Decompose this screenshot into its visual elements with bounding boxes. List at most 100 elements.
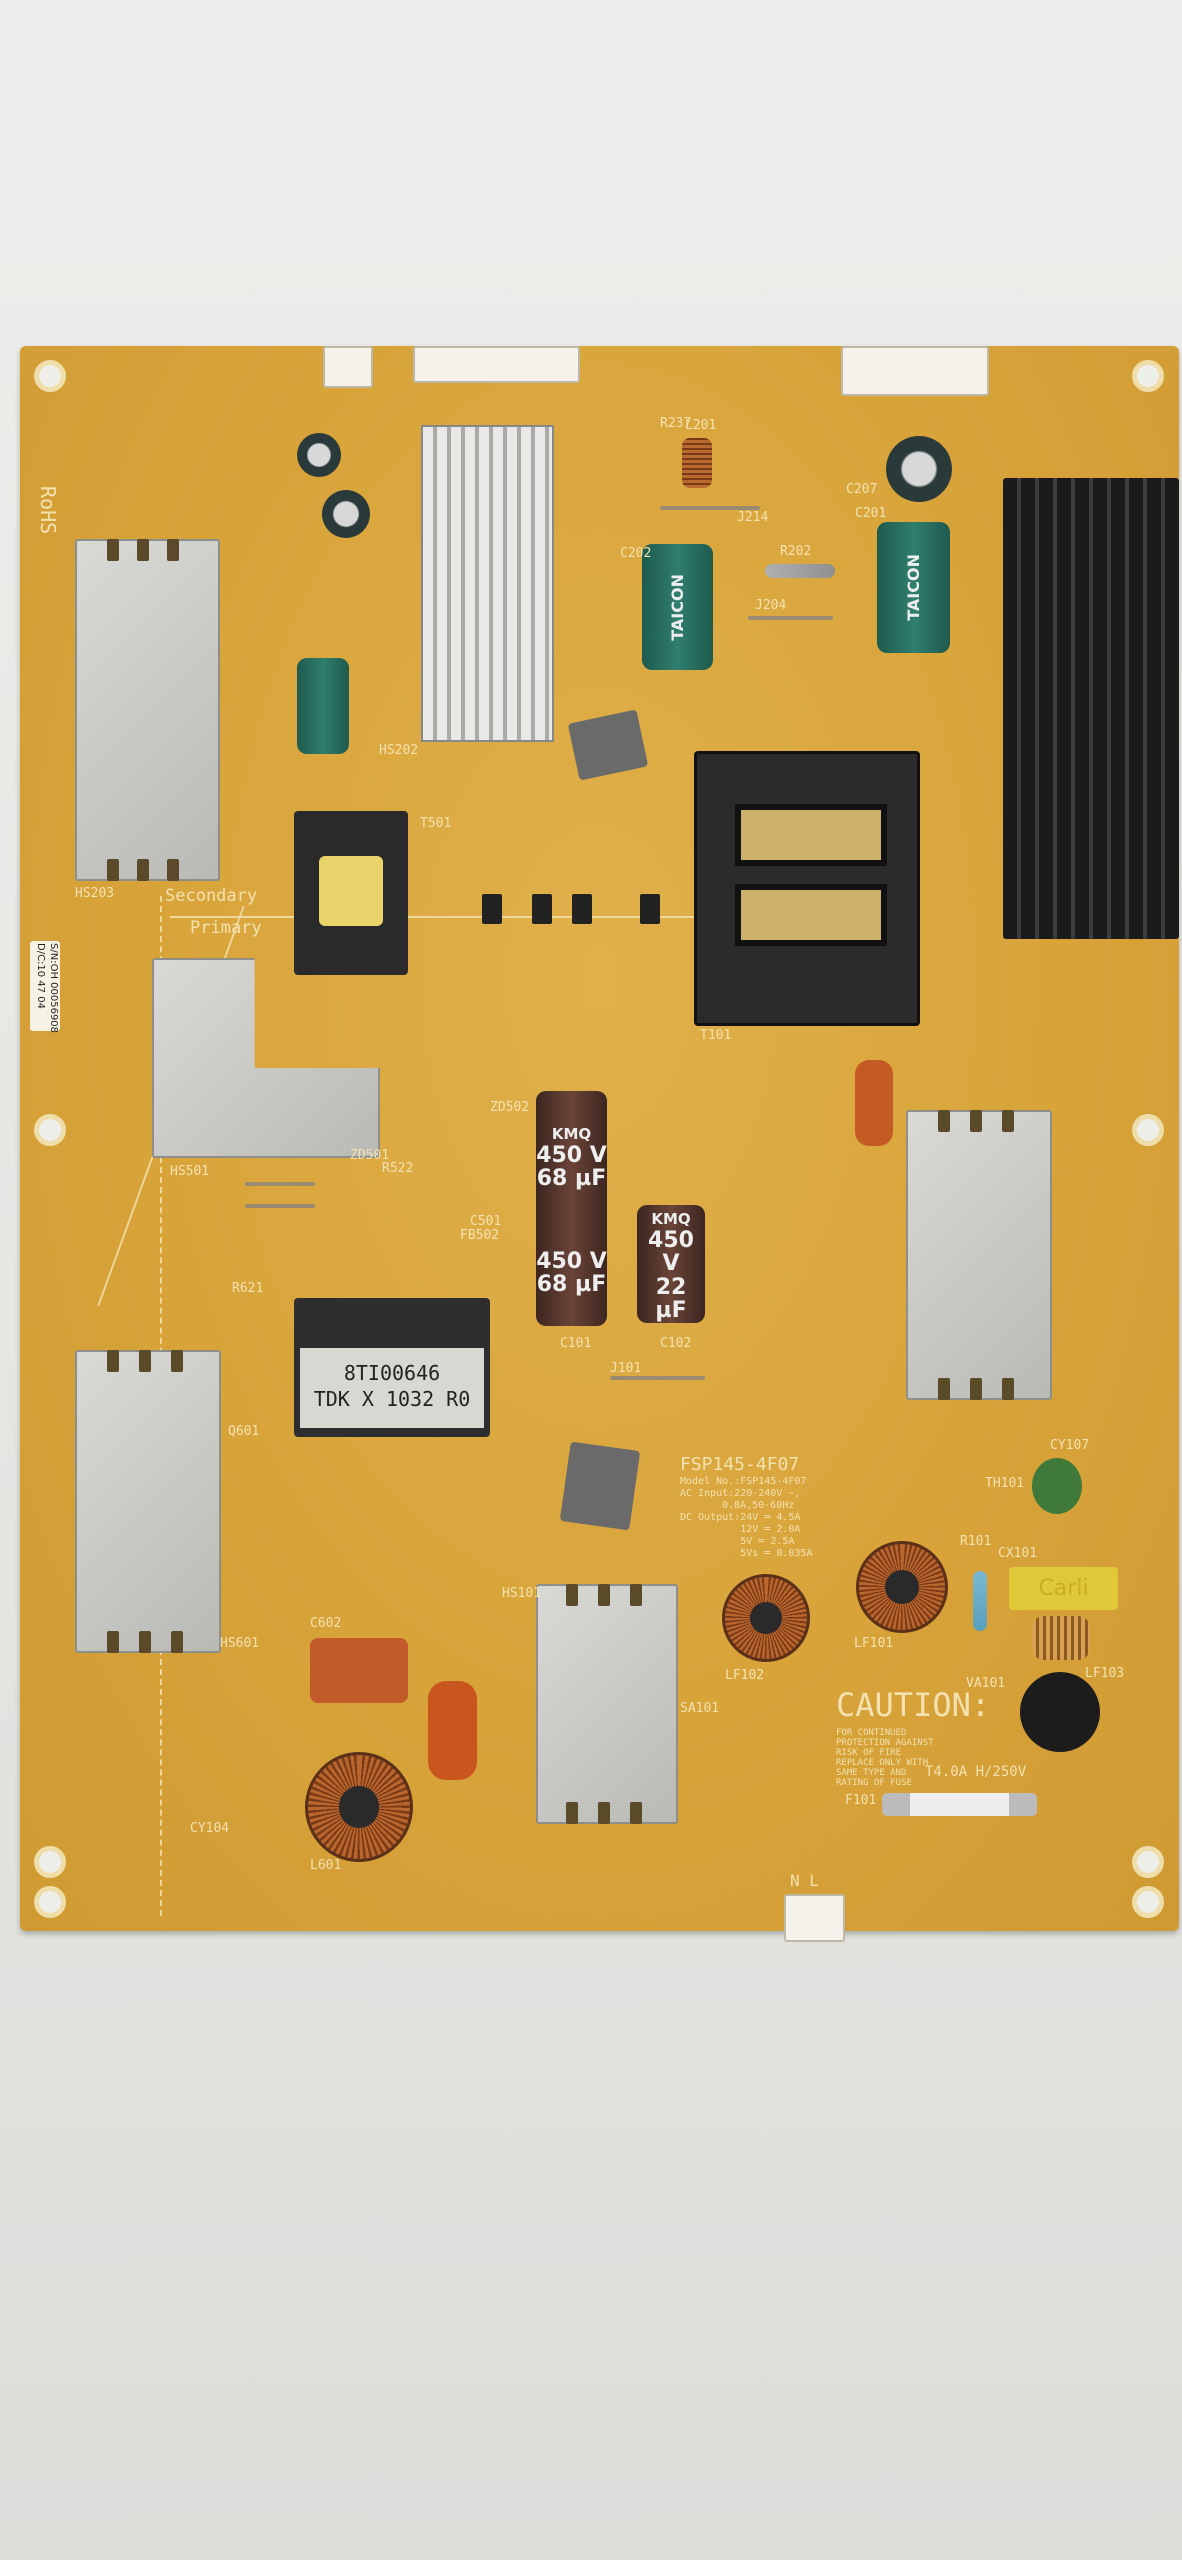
output-voltage: 12V bbox=[740, 1524, 759, 1535]
film-capacitor bbox=[855, 1060, 893, 1146]
label-t101: T101 bbox=[700, 1028, 732, 1043]
model-title: FSP145-4F07 bbox=[680, 1454, 800, 1475]
thermal-pad bbox=[567, 709, 649, 781]
caution-line: RISK OF FIRE bbox=[836, 1748, 902, 1758]
varistor-va101 bbox=[1020, 1672, 1100, 1752]
capacitor-c202: TAICON bbox=[642, 544, 713, 670]
label-r621: R621 bbox=[232, 1281, 264, 1296]
thermal-pad bbox=[559, 1441, 641, 1531]
caution-line: SAME TYPE AND bbox=[836, 1768, 907, 1778]
label-c101: C101 bbox=[560, 1336, 592, 1351]
heatsink-right bbox=[906, 1110, 1052, 1400]
output-current: 2.5A bbox=[770, 1536, 795, 1547]
label-c602: C602 bbox=[310, 1616, 342, 1631]
mounting-hole bbox=[1132, 360, 1164, 392]
finned-heatsink-hs202 bbox=[421, 425, 554, 742]
date-code: D/C:10 47 04 bbox=[35, 943, 46, 1009]
film-capacitor bbox=[428, 1681, 477, 1780]
primary-label: Primary bbox=[190, 918, 262, 938]
output-connector bbox=[841, 346, 989, 396]
label-j204: J204 bbox=[755, 598, 787, 613]
dc-output-label: DC Output: bbox=[680, 1512, 741, 1523]
label-hs202: HS202 bbox=[379, 743, 419, 758]
transformer-part-number: 8TI00646 bbox=[343, 1361, 441, 1385]
mounting-hole bbox=[34, 1846, 66, 1878]
output-current: 4.5A bbox=[776, 1512, 801, 1523]
input-terminal-labels: N L bbox=[790, 1871, 819, 1890]
choke-lf103 bbox=[1032, 1616, 1090, 1660]
resistor-r101 bbox=[973, 1571, 987, 1631]
label-j214: J214 bbox=[737, 510, 769, 525]
label-c201: C201 bbox=[855, 506, 887, 521]
output-current: 2.0A bbox=[776, 1524, 801, 1535]
caution-line: RATING OF FUSE bbox=[836, 1778, 912, 1788]
standby-transformer-t501 bbox=[294, 811, 408, 975]
label-c202: C202 bbox=[620, 546, 652, 561]
caution-line: PROTECTION AGAINST bbox=[836, 1738, 934, 1748]
label-lf102: LF102 bbox=[725, 1668, 765, 1683]
caution-line: REPLACE ONLY WITH bbox=[836, 1758, 929, 1768]
capacitor-brand: KMQ bbox=[651, 1210, 691, 1229]
capacitor-value: 68 µF bbox=[536, 1272, 607, 1298]
label-l601: L601 bbox=[310, 1858, 342, 1873]
connector bbox=[323, 346, 373, 388]
heatsink-hs101 bbox=[536, 1584, 678, 1824]
ac-input: AC Input:220-240V ~, bbox=[680, 1488, 801, 1499]
label-sa101: SA101 bbox=[680, 1701, 720, 1716]
choke-lf101 bbox=[856, 1541, 948, 1633]
label-zd501: ZD501 bbox=[350, 1148, 390, 1163]
capacitor-voltage: 450 V bbox=[648, 1228, 694, 1277]
label-lf103: LF103 bbox=[1085, 1666, 1125, 1681]
power-supply-board: RoHS S/N:OH 00056908 D/C:10 47 04 HS203 … bbox=[0, 346, 1179, 1942]
label-t501: T501 bbox=[420, 816, 452, 831]
capacitor-brand: TAICON bbox=[668, 573, 687, 641]
label-cy104: CY104 bbox=[190, 1821, 230, 1836]
optocoupler bbox=[482, 894, 502, 924]
label-j101: J101 bbox=[610, 1361, 642, 1376]
output-voltage: 5V bbox=[740, 1536, 753, 1547]
inductor-l601 bbox=[305, 1752, 413, 1862]
label-c501: C501 bbox=[470, 1214, 502, 1229]
output-current: 0.035A bbox=[776, 1548, 813, 1559]
mounting-hole bbox=[34, 1886, 66, 1918]
model-number: Model No.:FSP145-4F07 bbox=[680, 1476, 807, 1487]
label-cx101: CX101 bbox=[998, 1546, 1038, 1561]
label-th101: TH101 bbox=[985, 1476, 1025, 1491]
fuse-rating: T4.0A H/250V bbox=[925, 1764, 1027, 1780]
rating-label: Model No.:FSP145-4F07 AC Input:220-240V … bbox=[680, 1476, 813, 1559]
heatsink-hs601 bbox=[75, 1350, 221, 1653]
transformer-tdk: 8TI00646 TDK X 1032 R0 bbox=[294, 1298, 490, 1437]
label-hs601: HS601 bbox=[220, 1636, 260, 1651]
caution-line: FOR CONTINUED bbox=[836, 1728, 907, 1738]
rohs-label: RoHS bbox=[36, 486, 60, 535]
choke-lf102 bbox=[722, 1574, 810, 1662]
optocoupler bbox=[640, 894, 660, 924]
capacitor-c207 bbox=[886, 436, 952, 502]
label-fb502: FB502 bbox=[460, 1228, 500, 1243]
optocoupler bbox=[532, 894, 552, 924]
x-capacitor-cx101: Carli bbox=[1009, 1567, 1118, 1610]
capacitor-value: 68 µF bbox=[536, 1166, 607, 1192]
label-l201: L201 bbox=[685, 418, 717, 433]
transformer-maker-code: TDK X 1032 R0 bbox=[313, 1387, 471, 1411]
capacitor bbox=[297, 658, 349, 754]
label-r202: R202 bbox=[780, 544, 812, 559]
inductor-l201 bbox=[682, 438, 712, 488]
label-r522: R522 bbox=[382, 1161, 414, 1176]
jumper-j214 bbox=[660, 506, 760, 510]
capacitor-voltage: 450 V bbox=[536, 1248, 607, 1274]
label-hs101: HS101 bbox=[502, 1586, 542, 1601]
isolation-line bbox=[170, 916, 770, 918]
ac-input-connector bbox=[784, 1894, 845, 1942]
mounting-hole bbox=[34, 1114, 66, 1146]
mounting-hole bbox=[34, 360, 66, 392]
serial-sticker: S/N:OH 00056908 D/C:10 47 04 bbox=[30, 941, 60, 1033]
mounting-hole bbox=[1132, 1114, 1164, 1146]
label-lf101: LF101 bbox=[854, 1636, 894, 1651]
jumper bbox=[610, 1376, 705, 1380]
label-c102: C102 bbox=[660, 1336, 692, 1351]
fuse-f101 bbox=[882, 1793, 1037, 1816]
label-va101: VA101 bbox=[966, 1676, 1006, 1691]
mounting-hole bbox=[1132, 1846, 1164, 1878]
